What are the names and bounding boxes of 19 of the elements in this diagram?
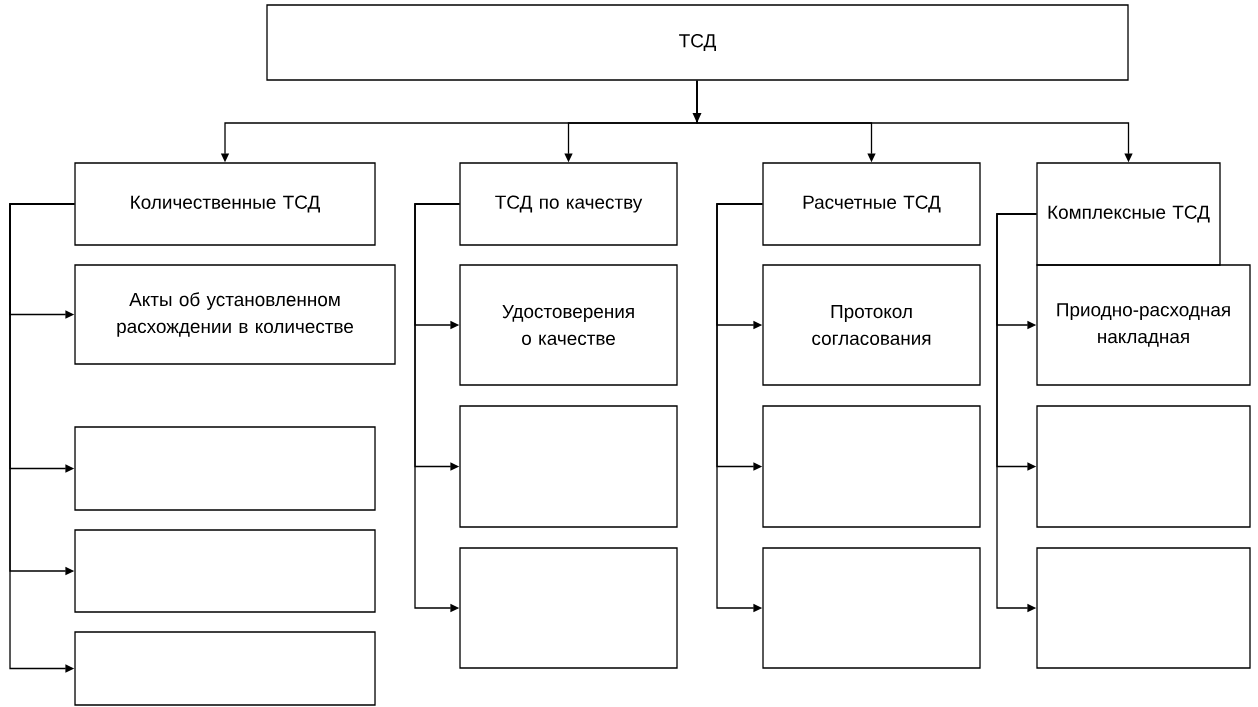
empty-box	[74, 426, 376, 511]
category-box: Комплексные ТСД	[1036, 162, 1221, 266]
category-box: ТСД по качеству	[459, 162, 678, 246]
empty-box	[74, 631, 376, 706]
arrow	[9, 203, 75, 673]
empty-box	[762, 405, 981, 528]
empty-box	[1036, 405, 1251, 528]
empty-box	[459, 405, 678, 528]
category-box: Количественные ТСД	[74, 162, 376, 246]
document-box: Протокол согласования	[762, 264, 981, 386]
empty-box	[74, 529, 376, 613]
empty-box	[459, 547, 678, 669]
document-box: Удостоверения о качестве	[459, 264, 678, 386]
document-box: Приодно-расходная накладная	[1036, 264, 1251, 386]
root-box: ТСД	[266, 4, 1129, 81]
category-box: Расчетные ТСД	[762, 162, 981, 246]
empty-box	[762, 547, 981, 669]
document-box: Акты об установленном расхождении в количестве	[74, 264, 396, 365]
empty-box	[1036, 547, 1251, 669]
